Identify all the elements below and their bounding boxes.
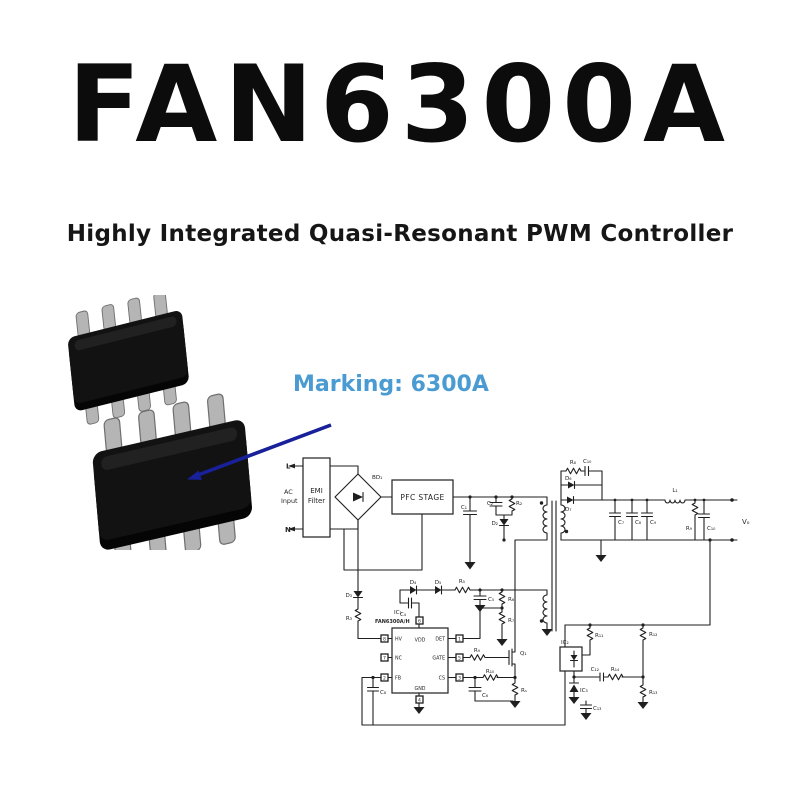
label-r11: R₁₁ xyxy=(595,633,603,639)
pin-gnd: GND xyxy=(415,686,426,692)
ac-input-section: L N AC Input xyxy=(281,463,304,534)
label-vo: Vₒ xyxy=(742,518,750,526)
pin-6: 6 xyxy=(418,619,421,625)
gate-drive: R₉ Q₁ xyxy=(462,641,527,679)
pin-fb: FB xyxy=(395,676,401,682)
feedback-regulator: IC₂ IC₃ C₁₃ R₁₁ R₁₂ R₁₃ C₁₂ R₁₄ xyxy=(559,538,712,726)
label-d5: D₅ xyxy=(435,580,442,586)
pin-5: 5 xyxy=(458,656,461,662)
label-r3: R₃ xyxy=(346,616,352,622)
marking-arrow xyxy=(187,423,332,480)
output-filter: C₇ C₈ C₉ L₁ R₉ C₁₀ Vₒ xyxy=(560,488,750,562)
pin-2: 2 xyxy=(383,676,386,682)
chip-photo-panel xyxy=(64,295,332,550)
label-d3: D₃ xyxy=(345,593,352,599)
label-r14: R₁₄ xyxy=(611,667,620,673)
label-c10-out: C₁₀ xyxy=(707,526,716,532)
aux-supply: D₄ D₅ R₅ C₅ C₄ xyxy=(399,579,548,629)
det-divider: R₆ R₇ xyxy=(462,589,515,646)
current-sense: R₁₀ C₆ Rₛ xyxy=(462,669,527,708)
label-c13: C₁₃ xyxy=(593,706,601,712)
label-r2: R₂ xyxy=(516,501,522,507)
label-r7: R₇ xyxy=(508,618,514,624)
pin-8: 8 xyxy=(383,637,386,643)
pin-4: 4 xyxy=(418,698,421,704)
pin-7: 7 xyxy=(383,656,386,662)
label-filter: Filter xyxy=(308,497,325,505)
pin-nc: NC xyxy=(395,656,403,662)
controller-ic: IC₁ FAN6300A/H 8 7 2 1 5 3 6 4 HV NC FB … xyxy=(375,610,464,714)
label-ac-input: Input xyxy=(281,497,298,505)
label-d2: D₂ xyxy=(491,521,498,527)
chip-photo-top xyxy=(64,295,192,429)
page-title: FAN6300A xyxy=(67,43,733,166)
label-d4: D₄ xyxy=(410,580,417,586)
label-rs: Rₛ xyxy=(521,688,527,694)
transformer xyxy=(514,496,569,643)
pin-cs: CS xyxy=(439,676,445,682)
label-r13: R₁₃ xyxy=(649,690,657,696)
label-pfc-stage: PFC STAGE xyxy=(400,493,444,502)
label-c2: C₂ xyxy=(487,501,493,507)
clamp-network: C₂ R₂ D₂ xyxy=(487,495,522,542)
label-c8: C₈ xyxy=(635,520,642,526)
label-c9: C₉ xyxy=(650,520,657,526)
label-d6: D₆ xyxy=(565,476,572,482)
label-l1: L₁ xyxy=(672,488,677,494)
label-line: L xyxy=(286,463,291,471)
page-subtitle: Highly Integrated Quasi-Resonant PWM Con… xyxy=(66,221,734,247)
pin-3: 3 xyxy=(458,676,461,682)
label-c5: C₅ xyxy=(488,597,494,603)
pin-vdd: VDD xyxy=(415,638,426,644)
label-neutral: N xyxy=(285,526,291,534)
label-c12: C₁₂ xyxy=(591,667,599,673)
feedback-pin-network: C₈ xyxy=(361,675,566,726)
label-c4: C₄ xyxy=(400,612,407,618)
label-r6: R₆ xyxy=(508,597,515,603)
label-c7: C₇ xyxy=(618,520,624,526)
pfc-stage-block: PFC STAGE xyxy=(391,479,548,515)
pin-gate: GATE xyxy=(432,656,445,662)
label-r10: R₁₀ xyxy=(486,669,495,675)
secondary-rectifier: R₈ C₁₀ D₆ D₇ xyxy=(560,459,603,513)
label-bd1: BD₁ xyxy=(372,475,382,481)
bridge-rectifier: BD₁ xyxy=(334,473,393,521)
label-emi: EMI xyxy=(310,487,323,495)
bulk-capacitor: C₁ xyxy=(461,495,478,570)
label-r9: R₉ xyxy=(474,648,481,654)
application-schematic: L N AC Input EMI Filter BD₁ PFC STAGE xyxy=(281,457,750,726)
hv-startup-path: D₃ R₃ xyxy=(345,519,382,640)
label-r8: R₈ xyxy=(570,460,577,466)
pin-hv: HV xyxy=(395,637,403,643)
label-ac: AC xyxy=(284,488,293,496)
label-r9-out: R₉ xyxy=(686,526,693,532)
label-c1: C₁ xyxy=(461,505,467,511)
pin-1: 1 xyxy=(458,637,461,643)
label-d7: D₇ xyxy=(565,507,572,513)
label-r12: R₁₂ xyxy=(649,632,657,638)
marking-note: Marking: 6300A xyxy=(293,372,489,397)
label-ic3: IC₃ xyxy=(580,688,588,694)
label-r5: R₅ xyxy=(459,579,465,585)
label-c10: C₁₀ xyxy=(583,459,592,465)
pin-det: DET xyxy=(435,637,445,643)
label-ic1: IC₁ xyxy=(394,610,402,616)
label-q1: Q₁ xyxy=(520,651,527,657)
label-ic1-part: FAN6300A/H xyxy=(375,619,410,625)
label-c6: C₆ xyxy=(482,693,489,699)
label-c8-fb: C₈ xyxy=(380,690,387,696)
